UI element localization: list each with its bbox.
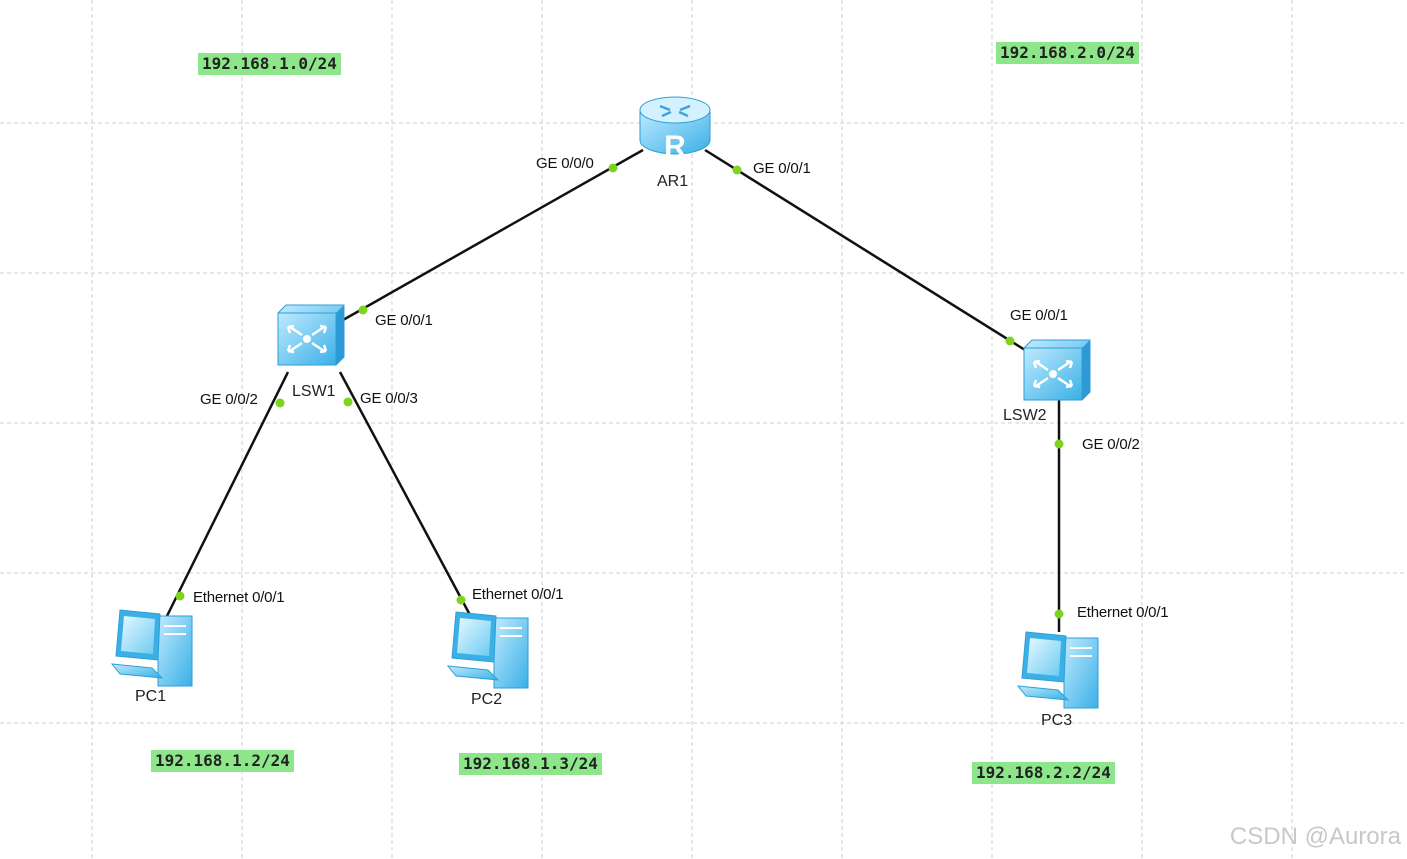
- device-label-pc3: PC3: [1041, 712, 1073, 729]
- device-label-lsw1: LSW1: [292, 383, 336, 400]
- device-label-ar1: AR1: [657, 173, 689, 190]
- links: [163, 148, 1061, 632]
- port-label-lsw1-ge002: GE 0/0/2: [200, 391, 258, 408]
- port-label-lsw1-ge001: GE 0/0/1: [375, 312, 433, 329]
- router-icon[interactable]: R: [639, 96, 711, 163]
- device-label-pc2: PC2: [471, 691, 503, 708]
- svg-text:R: R: [664, 130, 686, 163]
- pc-icon[interactable]: [1016, 631, 1099, 709]
- pc-icon[interactable]: [110, 609, 193, 687]
- link-lsw1-pc2: [338, 371, 472, 616]
- link-ar1-lsw2: [704, 148, 1026, 352]
- port-label-lsw2-ge002: GE 0/0/2: [1082, 436, 1140, 453]
- link-ar1-lsw1: [342, 148, 644, 322]
- port-label-pc3-eth: Ethernet 0/0/1: [1077, 604, 1169, 621]
- subnet-label-right: 192.168.2.0/24: [996, 42, 1139, 64]
- port-label-lsw1-ge003: GE 0/0/3: [360, 390, 418, 407]
- port-label-lsw2-ge001: GE 0/0/1: [1010, 307, 1068, 324]
- port-label-pc2-eth: Ethernet 0/0/1: [472, 586, 564, 603]
- port-label-ar1-ge001: GE 0/0/1: [753, 160, 811, 177]
- switch-icon[interactable]: [1023, 339, 1091, 401]
- link-lsw1-pc1: [163, 371, 290, 621]
- device-label-lsw2: LSW2: [1003, 407, 1047, 424]
- switch-icon[interactable]: [277, 304, 345, 366]
- port-dots: [175, 163, 1064, 619]
- host-ip-pc3: 192.168.2.2/24: [972, 762, 1115, 784]
- port-label-pc1-eth: Ethernet 0/0/1: [193, 589, 285, 606]
- host-ip-pc1: 192.168.1.2/24: [151, 750, 294, 772]
- host-ip-pc2: 192.168.1.3/24: [459, 753, 602, 775]
- pc-icon[interactable]: [446, 611, 529, 689]
- watermark: CSDN @Aurora: [1229, 823, 1401, 850]
- subnet-label-left: 192.168.1.0/24: [198, 53, 341, 75]
- device-label-pc1: PC1: [135, 688, 167, 705]
- port-label-ar1-ge000: GE 0/0/0: [536, 155, 594, 172]
